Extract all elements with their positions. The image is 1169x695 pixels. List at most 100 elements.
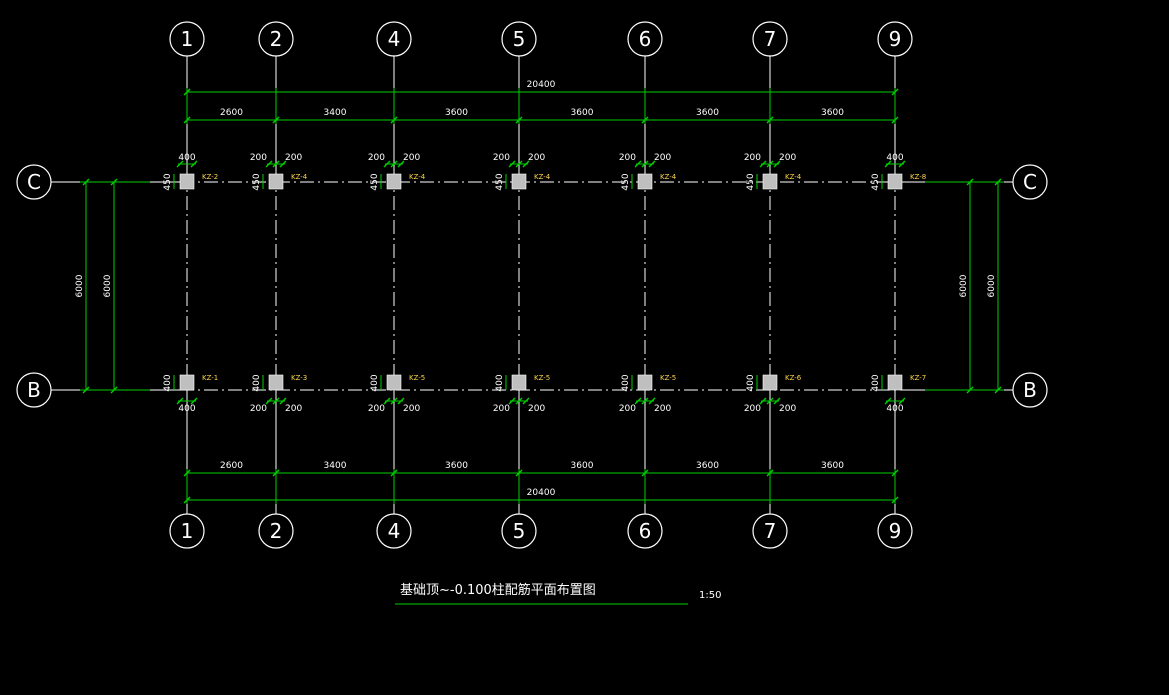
axis-bubble-1-bottom bbox=[169, 513, 205, 549]
dim-span-spans-bottom-2: 3600 bbox=[445, 461, 468, 471]
axis-bubble-2-bottom bbox=[258, 513, 294, 549]
column-tag-columns_bottom-3: KZ-5 bbox=[534, 374, 550, 382]
dim-v-text-left-outer: 6000 bbox=[75, 274, 85, 297]
col-side-left-columns_bottom-6: 400 bbox=[886, 404, 903, 414]
col-wtick-r-columns_bottom-4 bbox=[648, 397, 656, 405]
dim-span-spans-top-4: 3600 bbox=[696, 108, 719, 118]
col-side-left-columns_bottom-1: 200 bbox=[250, 404, 267, 414]
col-wtick-r-columns_bottom-1 bbox=[279, 397, 287, 405]
col-wtick-l-columns_bottom-2 bbox=[383, 397, 391, 405]
column-columns_top-5 bbox=[762, 173, 778, 190]
col-side-right-columns_top-2: 200 bbox=[403, 153, 420, 163]
axis-label-5-bottom: 5 bbox=[513, 519, 526, 543]
col-side-left-columns_top-1: 200 bbox=[250, 153, 267, 163]
col-wtick-r-columns_top-0 bbox=[190, 160, 198, 168]
dim-span-spans-top-3: 3600 bbox=[571, 108, 594, 118]
dim-span-spans-top-2: 3600 bbox=[445, 108, 468, 118]
col-side-right-columns_top-3: 200 bbox=[528, 153, 545, 163]
axis-bubble-9-bottom bbox=[877, 513, 913, 549]
axis-label-9-top: 9 bbox=[889, 27, 902, 51]
column-tag-columns_bottom-4: KZ-5 bbox=[660, 374, 676, 382]
column-tag-columns_top-3: KZ-4 bbox=[534, 173, 551, 181]
axis-bubble-7-top bbox=[752, 21, 788, 57]
dim-span-spans-bottom-1: 3400 bbox=[324, 461, 347, 471]
col-height-columns_top-2: 450 bbox=[370, 173, 380, 190]
axis-bubble-4-top bbox=[376, 21, 412, 57]
col-side-left-columns_top-5: 200 bbox=[744, 153, 761, 163]
column-columns_top-0 bbox=[179, 173, 195, 190]
col-side-right-columns_bottom-2: 200 bbox=[403, 404, 420, 414]
axis-bubble-1-top bbox=[169, 21, 205, 57]
axis-bubble-4-bottom bbox=[376, 513, 412, 549]
col-side-left-columns_bottom-2: 200 bbox=[368, 404, 385, 414]
col-wtick-l-columns_bottom-0 bbox=[176, 397, 184, 405]
column-columns_top-6 bbox=[887, 173, 903, 190]
axis-bubble-6-top bbox=[627, 21, 663, 57]
col-wtick-m-columns_top-2 bbox=[390, 160, 398, 168]
col-side-left-columns_top-2: 200 bbox=[368, 153, 385, 163]
col-height-columns_top-4: 450 bbox=[621, 173, 631, 190]
col-wtick-l-columns_top-1 bbox=[265, 160, 273, 168]
column-columns_top-1 bbox=[268, 173, 284, 190]
dim-span-spans-bottom-0: 2600 bbox=[220, 461, 243, 471]
axis-bubble-c-left bbox=[16, 164, 52, 200]
axis-label-c-left: C bbox=[27, 170, 41, 194]
col-side-right-columns_top-4: 200 bbox=[654, 153, 671, 163]
column-columns_bottom-5 bbox=[762, 374, 778, 391]
col-side-left-columns_top-4: 200 bbox=[619, 153, 636, 163]
column-tag-columns_top-5: KZ-4 bbox=[785, 173, 802, 181]
column-columns_bottom-1 bbox=[268, 374, 284, 391]
axis-label-7-bottom: 7 bbox=[764, 519, 777, 543]
drawing-title: 基础顶~-0.100柱配筋平面布置图 bbox=[400, 582, 596, 598]
col-wtick-l-columns_bottom-4 bbox=[634, 397, 642, 405]
axis-label-b-right: B bbox=[1023, 378, 1037, 402]
col-wtick-r-columns_top-2 bbox=[397, 160, 405, 168]
column-tag-columns_bottom-5: KZ-6 bbox=[785, 374, 802, 382]
col-wtick-l-columns_top-2 bbox=[383, 160, 391, 168]
col-side-right-columns_top-1: 200 bbox=[285, 153, 302, 163]
axis-bubble-c-right bbox=[1012, 164, 1048, 200]
col-side-left-columns_top-0: 400 bbox=[178, 153, 195, 163]
col-side-right-columns_bottom-3: 200 bbox=[528, 404, 545, 414]
column-columns_bottom-6 bbox=[887, 374, 903, 391]
dim-span-spans-bottom-4: 3600 bbox=[696, 461, 719, 471]
column-columns_top-2 bbox=[386, 173, 402, 190]
axis-bubble-b-right bbox=[1012, 372, 1048, 408]
col-height-columns_bottom-0: 400 bbox=[163, 374, 173, 391]
col-height-columns_top-0: 450 bbox=[163, 173, 173, 190]
dim-v-text-right-outer: 6000 bbox=[987, 274, 997, 297]
axis-label-1-bottom: 1 bbox=[181, 519, 194, 543]
column-columns_bottom-4 bbox=[637, 374, 653, 391]
col-wtick-r-columns_bottom-2 bbox=[397, 397, 405, 405]
col-side-left-columns_bottom-3: 200 bbox=[493, 404, 510, 414]
col-side-right-columns_top-5: 200 bbox=[779, 153, 796, 163]
column-tag-columns_bottom-2: KZ-5 bbox=[409, 374, 425, 382]
col-height-columns_bottom-2: 400 bbox=[370, 374, 380, 391]
col-wtick-m-columns_bottom-4 bbox=[641, 397, 649, 405]
dim-span-spans-top-0: 2600 bbox=[220, 108, 243, 118]
axis-label-5-top: 5 bbox=[513, 27, 526, 51]
col-wtick-r-columns_bottom-3 bbox=[522, 397, 530, 405]
col-wtick-m-columns_bottom-2 bbox=[390, 397, 398, 405]
axis-bubble-6-bottom bbox=[627, 513, 663, 549]
col-wtick-m-columns_bottom-1 bbox=[272, 397, 280, 405]
column-tag-columns_bottom-1: KZ-3 bbox=[291, 374, 307, 382]
column-tag-columns_bottom-0: KZ-1 bbox=[202, 374, 218, 382]
column-tag-columns_top-0: KZ-2 bbox=[202, 173, 218, 181]
col-wtick-m-columns_top-5 bbox=[766, 160, 774, 168]
col-side-left-columns_top-3: 200 bbox=[493, 153, 510, 163]
col-wtick-l-columns_bottom-6 bbox=[884, 397, 892, 405]
axis-label-2-top: 2 bbox=[270, 27, 283, 51]
axis-label-c-right: C bbox=[1023, 170, 1037, 194]
axis-label-4-bottom: 4 bbox=[388, 519, 401, 543]
col-wtick-l-columns_top-6 bbox=[884, 160, 892, 168]
column-columns_top-3 bbox=[511, 173, 527, 190]
axis-label-b-left: B bbox=[27, 378, 41, 402]
column-tag-columns_top-2: KZ-4 bbox=[409, 173, 426, 181]
column-tag-columns_top-4: KZ-4 bbox=[660, 173, 677, 181]
col-wtick-m-columns_top-1 bbox=[272, 160, 280, 168]
col-wtick-l-columns_top-4 bbox=[634, 160, 642, 168]
